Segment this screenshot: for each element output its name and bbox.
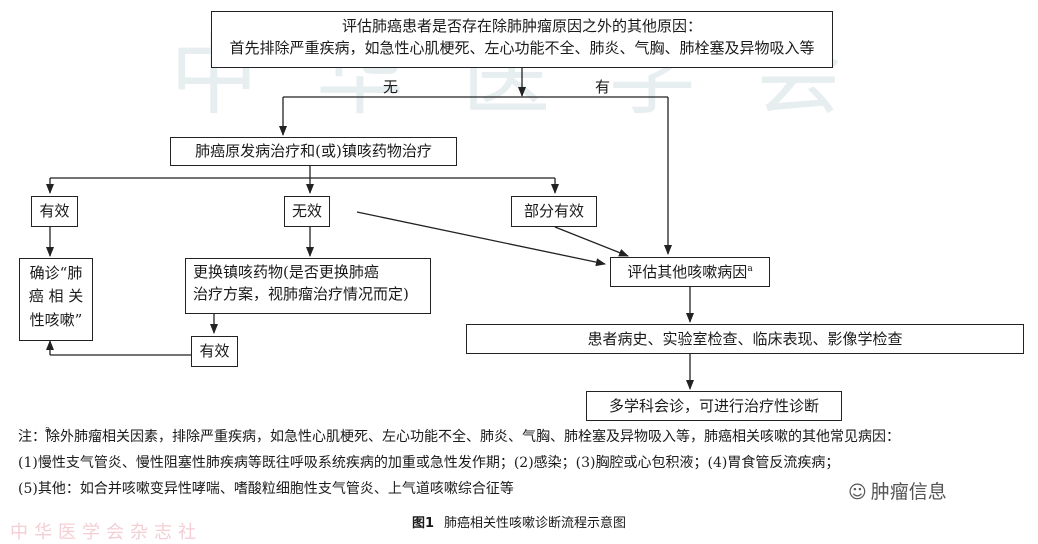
- patient-history-box: 患者病史、实验室检查、临床表现、影像学检查: [466, 324, 1024, 354]
- caption-text: 肺癌相关性咳嗽诊断流程示意图: [444, 516, 627, 531]
- top-evaluation-box: 评估肺癌患者是否存在除肺肿瘤原因之外的其他原因： 首先排除严重疾病，如急性心肌梗…: [211, 11, 833, 68]
- partial-effective-box: 部分有效: [511, 196, 597, 227]
- evaluate-sup: a: [747, 264, 753, 274]
- evaluate-text: 评估其他咳嗽病因: [627, 263, 748, 281]
- confirm-line3: 性咳嗽”: [29, 310, 83, 329]
- top-box-line1: 评估肺癌患者是否存在除肺肿瘤原因之外的其他原因：: [341, 17, 702, 35]
- wechat-icon: ☺: [848, 482, 867, 503]
- change-drug-line1: 更换镇咳药物(是否更换肺癌: [193, 263, 379, 281]
- brand-text: 肿瘤信息: [870, 481, 947, 503]
- figure-caption: 图1 肺癌相关性咳嗽诊断流程示意图: [0, 512, 1038, 531]
- note-line3: (5)其他：如合并咳嗽变异性哮喘、嗜酸粒细胞性支气管炎、上气道咳嗽综合征等: [18, 481, 514, 497]
- label-yes: 有: [595, 78, 611, 96]
- caption-label: 图1: [411, 516, 435, 531]
- change-drug-line2: 治疗方案，视肺瘤治疗情况而定): [193, 284, 409, 303]
- connector-partial-evaluate: [554, 226, 629, 257]
- note-line1-text: 注：除外肺瘤相关因素，排除严重疾病，如急性心肌梗死、左心功能不全、肺炎、气胸、肺…: [18, 429, 900, 445]
- bottom-watermark: 中华医学会杂志社: [10, 522, 202, 543]
- treatment-box: 肺癌原发病治疗和(或)镇咳药物治疗: [170, 137, 457, 166]
- change-drug-box: 更换镇咳药物(是否更换肺癌 治疗方案，视肺瘤治疗情况而定): [185, 258, 431, 314]
- note-line1: a 注：除外肺瘤相关因素，排除严重疾病，如急性心肌梗死、左心功能不全、肺炎、气胸…: [18, 425, 900, 448]
- top-box-line2: 首先排除严重疾病，如急性心肌梗死、左心功能不全、肺炎、气胸、肺栓塞及异物吸入等: [229, 38, 815, 57]
- note-sup: a: [45, 425, 51, 435]
- brand-watermark: ☺肿瘤信息: [848, 477, 947, 504]
- label-no: 无: [383, 78, 399, 96]
- note-line2: (1)慢性支气管炎、慢性阻塞性肺疾病等既往呼吸系统疾病的加重或急性发作期；(2)…: [18, 455, 840, 471]
- connector-ineffective-evaluate: [356, 211, 606, 267]
- mdt-box: 多学科会诊，可进行治疗性诊断: [586, 391, 842, 421]
- confirm-line2: 癌 相 关: [28, 287, 84, 306]
- confirm-line1: 确诊“肺: [29, 264, 83, 282]
- effective-box-bottom: 有效: [191, 336, 238, 367]
- effective-box-left: 有效: [31, 196, 78, 227]
- ineffective-box: 无效: [284, 196, 330, 227]
- confirm-diagnosis-box: 确诊“肺 癌 相 关 性咳嗽”: [19, 258, 93, 341]
- evaluate-other-causes-box: 评估其他咳嗽病因a: [610, 257, 770, 287]
